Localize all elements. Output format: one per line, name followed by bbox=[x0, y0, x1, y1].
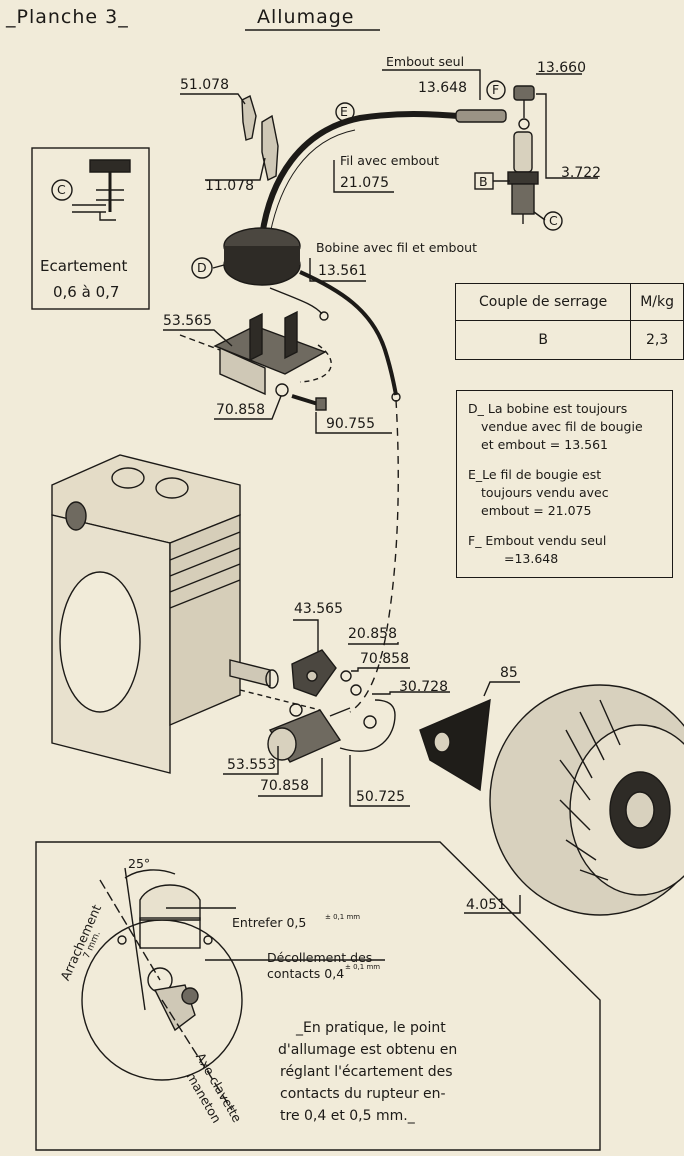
note-d-line3: et embout = 13.561 bbox=[481, 437, 608, 452]
timing-entrefer: Entrefer 0,5 bbox=[232, 915, 307, 930]
note-d-line2: vendue avec fil de bougie bbox=[481, 419, 643, 434]
timing-entrefer-tol: ± 0,1 mm bbox=[325, 913, 361, 921]
part-number-4051: 4.051 bbox=[466, 897, 507, 913]
instruction-line2: d'allumage est obtenu en bbox=[278, 1042, 458, 1058]
plate-number: _Planche 3_ bbox=[6, 6, 129, 28]
gap-value: 0,6 à 0,7 bbox=[53, 283, 120, 301]
part-number-85: 85 bbox=[500, 665, 518, 681]
gap-label: Ecartement bbox=[40, 257, 128, 275]
part-number-90755: 90.755 bbox=[326, 416, 375, 432]
label-bobine: Bobine avec fil et embout bbox=[316, 240, 477, 255]
notes-box bbox=[456, 390, 673, 578]
part-number-51078: 51.078 bbox=[180, 77, 229, 93]
timing-decollement-line1: Décollement des bbox=[267, 950, 373, 965]
part-number-53565: 53.565 bbox=[163, 313, 212, 329]
part-number-50725: 50.725 bbox=[356, 789, 405, 805]
torque-header-unit: M/kg bbox=[630, 283, 684, 321]
torque-row-value: 2,3 bbox=[630, 320, 684, 360]
part-number-70858-c: 70.858 bbox=[260, 778, 309, 794]
engine-block-drawing bbox=[51, 454, 279, 774]
gap-gauge-drawing bbox=[72, 159, 131, 221]
instruction-line5: tre 0,4 et 0,5 mm._ bbox=[280, 1108, 415, 1124]
timing-decollement-tol: ± 0,1 mm bbox=[345, 963, 381, 971]
core-drawing bbox=[213, 310, 327, 396]
note-d-line1: D_ La bobine est toujours bbox=[468, 401, 628, 416]
part-number-20858: 20.858 bbox=[348, 626, 397, 642]
coil-drawing bbox=[212, 227, 301, 286]
clip-drawing bbox=[241, 95, 279, 182]
note-e-line2: toujours vendu avec bbox=[481, 485, 609, 500]
timing-diagram bbox=[81, 867, 385, 1111]
note-e-line1: E_Le fil de bougie est bbox=[468, 467, 602, 482]
callout-c-gauge: C bbox=[57, 182, 66, 197]
flywheel-drawing bbox=[489, 684, 684, 916]
part-number-11078: 11.078 bbox=[205, 178, 254, 194]
screw-drawing bbox=[275, 383, 327, 411]
page-title: Allumage bbox=[257, 6, 355, 28]
part-number-53553: 53.553 bbox=[227, 757, 276, 773]
part-number-13648: 13.648 bbox=[418, 80, 467, 96]
note-f-line2: =13.648 bbox=[504, 551, 559, 566]
torque-row-label: B bbox=[454, 320, 632, 360]
part-number-30728: 30.728 bbox=[399, 679, 448, 695]
torque-header-label: Couple de serrage bbox=[454, 283, 632, 321]
part-number-13660: 13.660 bbox=[537, 60, 586, 76]
part-number-70858-a: 70.858 bbox=[216, 402, 265, 418]
label-fil-avec-embout: Fil avec embout bbox=[340, 153, 440, 168]
part-number-3722: 3.722 bbox=[561, 165, 602, 181]
part-number-43565: 43.565 bbox=[294, 601, 343, 617]
label-embout-seul: Embout seul bbox=[386, 54, 465, 69]
callout-e: E bbox=[340, 104, 348, 119]
part-number-70858-b: 70.858 bbox=[360, 651, 409, 667]
instruction-line4: contacts du rupteur en- bbox=[280, 1086, 446, 1102]
note-f-line1: F_ Embout vendu seul bbox=[468, 533, 607, 548]
torque-table: Couple de serrage M/kg B 2,3 bbox=[454, 283, 684, 360]
timing-decollement-line2: contacts 0,4 bbox=[267, 966, 345, 981]
key-wedge-drawing bbox=[419, 698, 491, 792]
instruction-line3: réglant l'écartement des bbox=[280, 1064, 453, 1080]
timing-angle: 25° bbox=[128, 856, 151, 871]
instruction-line1: _En pratique, le point bbox=[296, 1020, 446, 1036]
note-e-line3: embout = 21.075 bbox=[481, 503, 592, 518]
part-number-13561: 13.561 bbox=[318, 263, 367, 279]
breaker-drawing bbox=[291, 649, 337, 697]
part-number-21075: 21.075 bbox=[340, 175, 389, 191]
callout-c-plug: C bbox=[549, 213, 558, 228]
callout-d: D bbox=[197, 260, 207, 275]
condenser-drawing bbox=[267, 703, 342, 763]
callout-b: B bbox=[479, 174, 488, 189]
spark-plug-drawing bbox=[507, 131, 539, 224]
callout-f: F bbox=[492, 82, 500, 97]
